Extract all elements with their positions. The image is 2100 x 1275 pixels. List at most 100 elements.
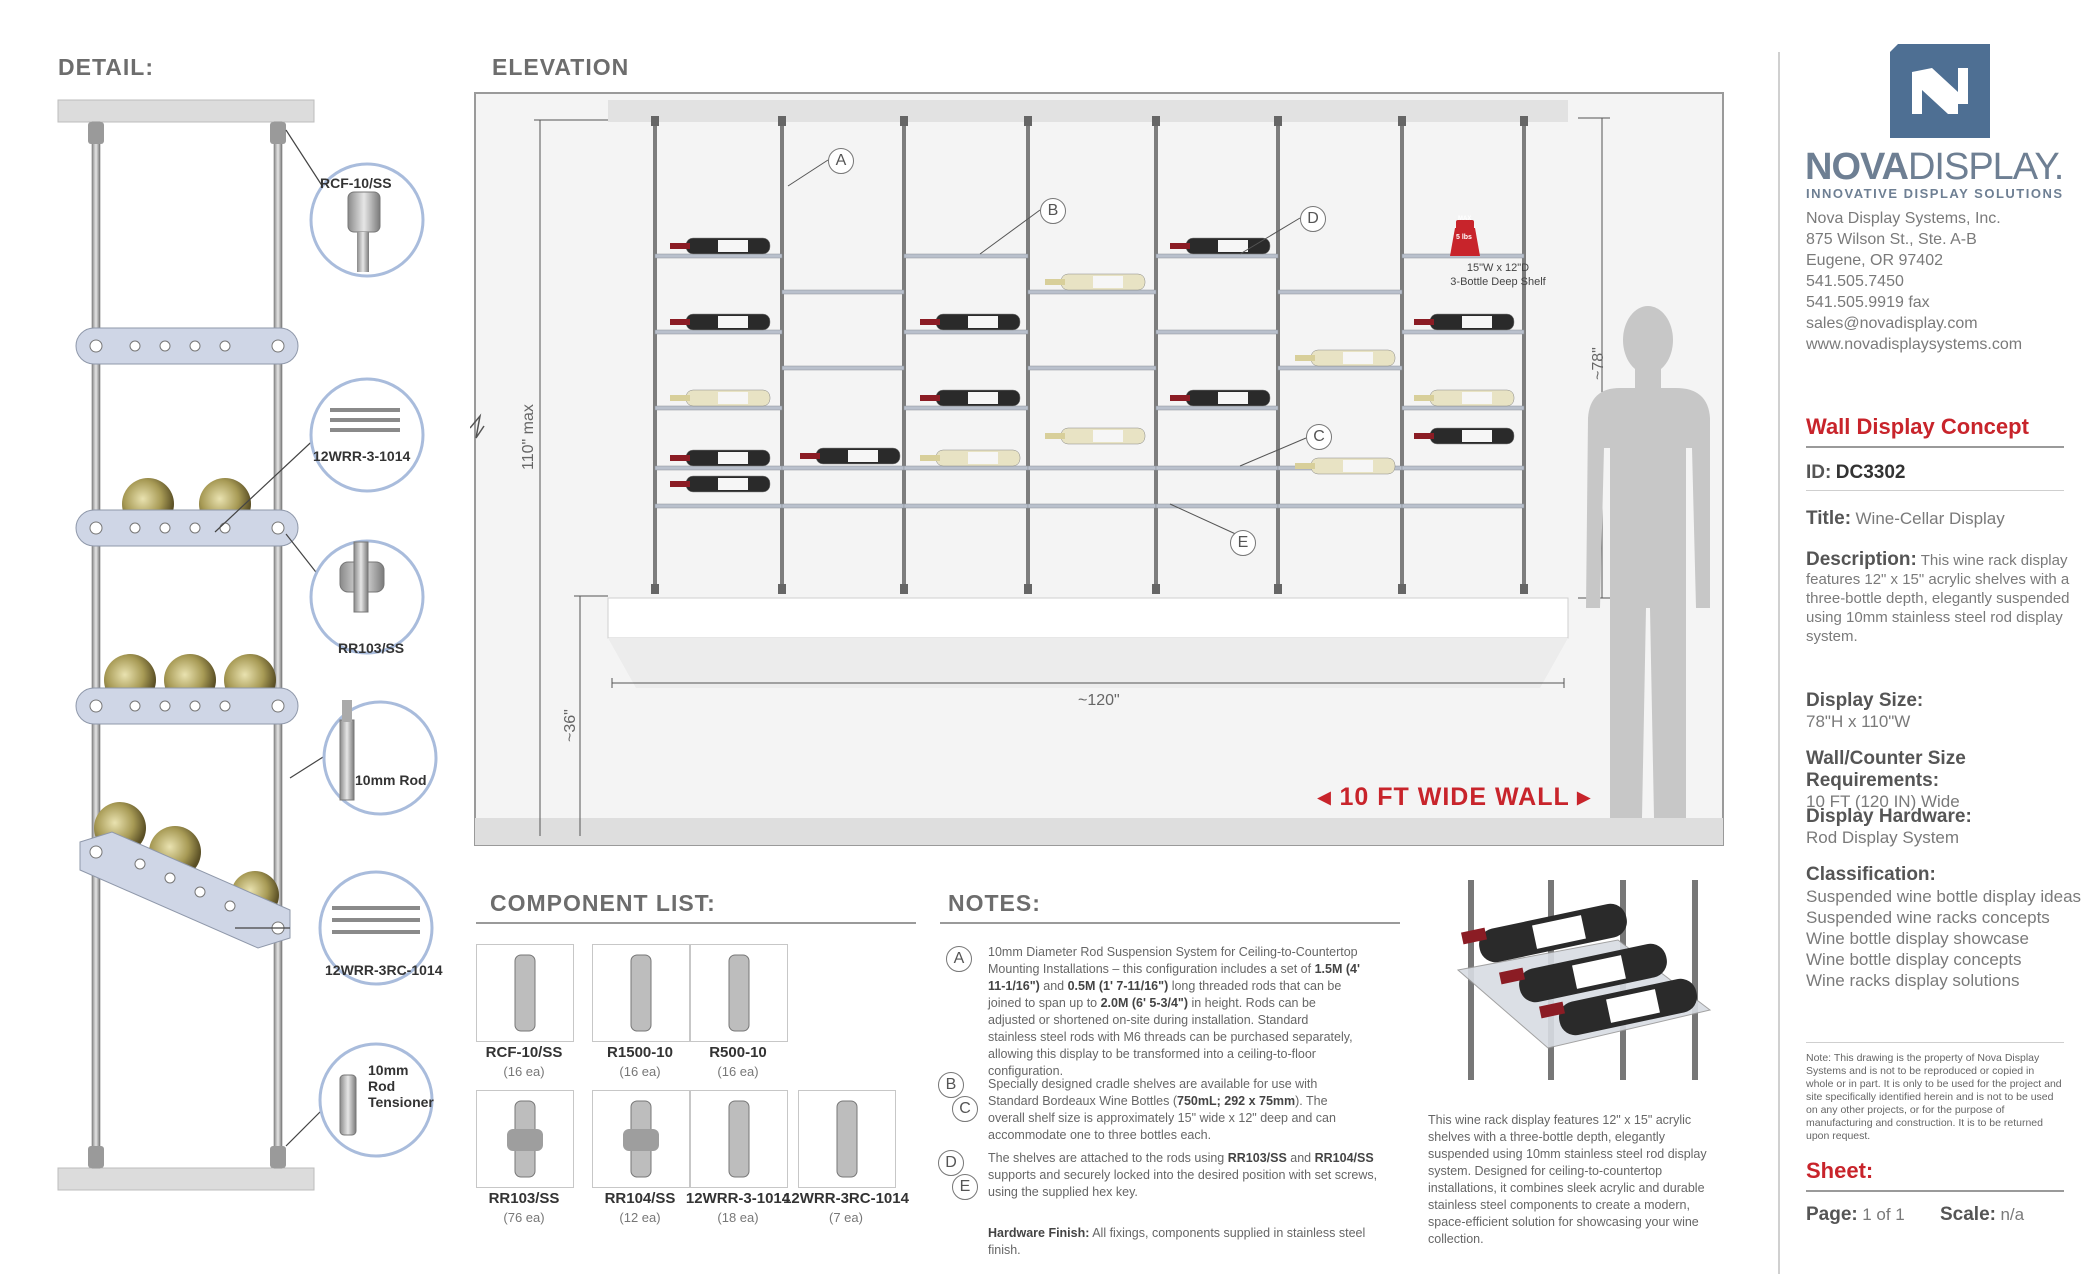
rod-cap bbox=[1274, 116, 1282, 126]
rod bbox=[653, 120, 657, 592]
shelf bbox=[903, 253, 1029, 259]
rod-cap bbox=[1520, 116, 1528, 126]
component-name: R1500-10 bbox=[607, 1044, 673, 1061]
component-name: RR103/SS bbox=[488, 1190, 560, 1207]
shelf bbox=[1401, 465, 1525, 471]
component-qty: (76 ea) bbox=[503, 1210, 545, 1225]
detail-label-wrr-rc: 12WRR-3RC-1014 bbox=[325, 962, 443, 978]
wine-bottle bbox=[670, 389, 771, 407]
component-list-header: COMPONENT LIST: bbox=[490, 890, 716, 916]
component-image bbox=[476, 944, 574, 1042]
wine-bottle bbox=[670, 237, 771, 255]
wine-bottle bbox=[1414, 313, 1515, 331]
wine-bottle bbox=[920, 389, 1021, 407]
address-line-1: 875 Wilson St., Ste. A-B bbox=[1806, 231, 1977, 248]
note-letter-d: D bbox=[938, 1150, 964, 1176]
class-item: Suspended wine racks concepts bbox=[1806, 908, 2050, 927]
nova-logo-icon bbox=[1890, 44, 1990, 138]
note-letter-c: C bbox=[952, 1096, 978, 1122]
callout-d: D bbox=[1300, 206, 1326, 232]
shelf bbox=[1027, 289, 1157, 295]
page-row: Page: 1 of 1 bbox=[1806, 1204, 1905, 1225]
elevation-drawing bbox=[470, 92, 1724, 846]
component-qty: (12 ea) bbox=[619, 1210, 661, 1225]
sheet-label: Sheet: bbox=[1806, 1158, 1874, 1183]
rod bbox=[1400, 120, 1404, 592]
contact-block: Nova Display Systems, Inc. 875 Wilson St… bbox=[1806, 208, 2022, 355]
component-name: RR104/SS bbox=[604, 1190, 676, 1207]
id-row: ID: DC3302 bbox=[1806, 462, 1906, 483]
classification-row: Classification: Suspended wine bottle di… bbox=[1806, 864, 2082, 990]
rod-cap bbox=[900, 584, 908, 594]
wall-size-row: Wall/Counter Size Requirements:10 FT (12… bbox=[1806, 748, 1966, 811]
component-image bbox=[592, 1090, 690, 1188]
detail-drawing bbox=[57, 99, 438, 1191]
component-qty: (16 ea) bbox=[503, 1064, 545, 1079]
note-bc: Specially designed cradle shelves are av… bbox=[988, 1077, 1336, 1142]
class-item: Wine bottle display showcase bbox=[1806, 929, 2030, 948]
component-name: R500-10 bbox=[709, 1044, 767, 1061]
rod-cap bbox=[1274, 584, 1282, 594]
title-row: Title: Wine-Cellar Display bbox=[1806, 508, 2005, 529]
rod-cap bbox=[651, 584, 659, 594]
note-de: The shelves are attached to the rods usi… bbox=[988, 1151, 1378, 1199]
rod-cap bbox=[1520, 584, 1528, 594]
detail-label-rr103: RR103/SS bbox=[338, 640, 405, 656]
shelf bbox=[654, 329, 783, 335]
note-a: 10mm Diameter Rod Suspension System for … bbox=[988, 945, 1360, 1078]
wine-bottle bbox=[1045, 427, 1146, 445]
rod-cap bbox=[778, 584, 786, 594]
class-item: Wine racks display solutions bbox=[1806, 971, 2020, 990]
company-name: Nova Display Systems, Inc. bbox=[1806, 210, 2001, 227]
email-link[interactable]: sales@novadisplay.com bbox=[1806, 315, 1978, 332]
shelf bbox=[1155, 465, 1279, 471]
component-name: 12WRR-3RC-1014 bbox=[783, 1190, 909, 1207]
detail-label-wrr: 12WRR-3-1014 bbox=[313, 448, 411, 464]
shelf bbox=[1401, 503, 1525, 509]
max-badge: MAX bbox=[1458, 216, 1472, 222]
shelf bbox=[1027, 503, 1157, 509]
brand-name: NOVADISPLAY. bbox=[1805, 146, 2064, 188]
component-qty: (18 ea) bbox=[717, 1210, 759, 1225]
wine-bottle bbox=[670, 313, 771, 331]
shelf bbox=[781, 365, 905, 371]
photo-caption: This wine rack display features 12" x 15… bbox=[1428, 1113, 1707, 1246]
note-letter-a: A bbox=[946, 946, 972, 972]
rod bbox=[1522, 120, 1526, 592]
shelf bbox=[654, 503, 783, 509]
component-qty: (16 ea) bbox=[619, 1064, 661, 1079]
wine-bottle bbox=[670, 449, 771, 467]
dim-height-max: 110" max bbox=[520, 404, 537, 470]
shelf bbox=[1277, 503, 1403, 509]
note-letter-b: B bbox=[938, 1072, 964, 1098]
shelf bbox=[1401, 329, 1525, 335]
fax: 541.505.9919 fax bbox=[1806, 294, 1930, 311]
detail-label-tensioner: 10mm Rod Tensioner bbox=[368, 1062, 434, 1110]
shelf bbox=[654, 253, 783, 259]
shelf bbox=[1027, 465, 1157, 471]
shelf bbox=[654, 465, 783, 471]
wine-bottle bbox=[1295, 457, 1396, 475]
elevation-header: ELEVATION bbox=[492, 54, 630, 80]
max-weight: 5 lbs bbox=[1456, 234, 1472, 241]
notes-header: NOTES: bbox=[948, 890, 1041, 916]
scale-row: Scale: n/a bbox=[1940, 1204, 2025, 1225]
rod bbox=[1026, 120, 1030, 592]
component-qty: (16 ea) bbox=[717, 1064, 759, 1079]
hardware-row: Display Hardware:Rod Display System bbox=[1806, 806, 1972, 847]
dim-counter-height: ~36" bbox=[562, 709, 579, 742]
shelf bbox=[1277, 365, 1403, 371]
rod-cap bbox=[1024, 116, 1032, 126]
rod-cap bbox=[1398, 584, 1406, 594]
website-link[interactable]: www.novadisplaysystems.com bbox=[1806, 336, 2023, 353]
component-qty: (7 ea) bbox=[829, 1210, 863, 1225]
rod bbox=[1154, 120, 1158, 592]
wine-bottle bbox=[1170, 389, 1271, 407]
shelf bbox=[1027, 365, 1157, 371]
shelf bbox=[1155, 253, 1279, 259]
wine-bottle bbox=[1170, 237, 1271, 255]
class-item: Suspended wine bottle display ideas bbox=[1806, 887, 2082, 906]
shelf bbox=[903, 329, 1029, 335]
callout-a: A bbox=[828, 148, 854, 174]
note-letter-e: E bbox=[952, 1174, 978, 1200]
